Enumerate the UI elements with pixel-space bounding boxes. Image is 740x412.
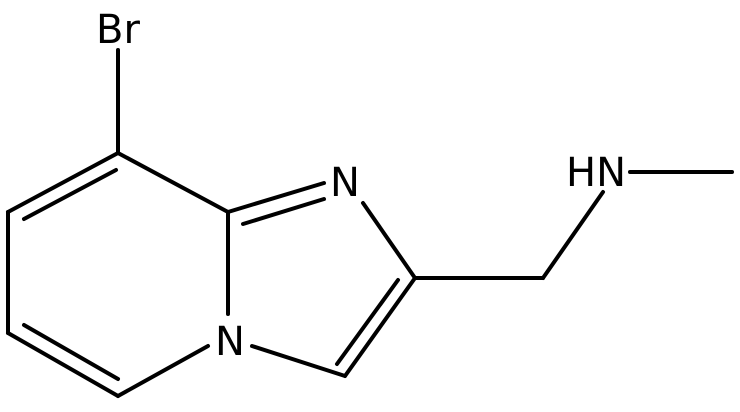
bond-ch2-nh bbox=[541, 190, 605, 280]
substituents bbox=[116, 48, 734, 280]
bond-c5-n4 bbox=[116, 344, 210, 398]
amine-label: HN bbox=[566, 150, 626, 196]
pyridine-ring bbox=[6, 151, 230, 398]
bond-c2-c3 bbox=[343, 276, 417, 378]
bond-c3-n4 bbox=[250, 344, 347, 378]
bond-c6-c5-inner bbox=[22, 323, 120, 381]
imidazole-nitrogen-label: N bbox=[330, 160, 360, 206]
bromine-label: Br bbox=[96, 7, 140, 53]
bond-c8a-n1 bbox=[226, 181, 326, 214]
bond-c2-c3-inner bbox=[335, 278, 400, 366]
bond-c8a-n1-inner bbox=[241, 197, 326, 226]
bond-n1-c2 bbox=[361, 201, 417, 280]
bond-c8-c7-inner bbox=[22, 168, 118, 221]
imidazole-ring bbox=[226, 181, 417, 378]
bond-c8-c8a bbox=[116, 151, 230, 214]
bridgehead-nitrogen-label: N bbox=[215, 319, 245, 365]
bond-c6-c5 bbox=[6, 331, 120, 398]
bond-c8-c7 bbox=[6, 151, 120, 214]
